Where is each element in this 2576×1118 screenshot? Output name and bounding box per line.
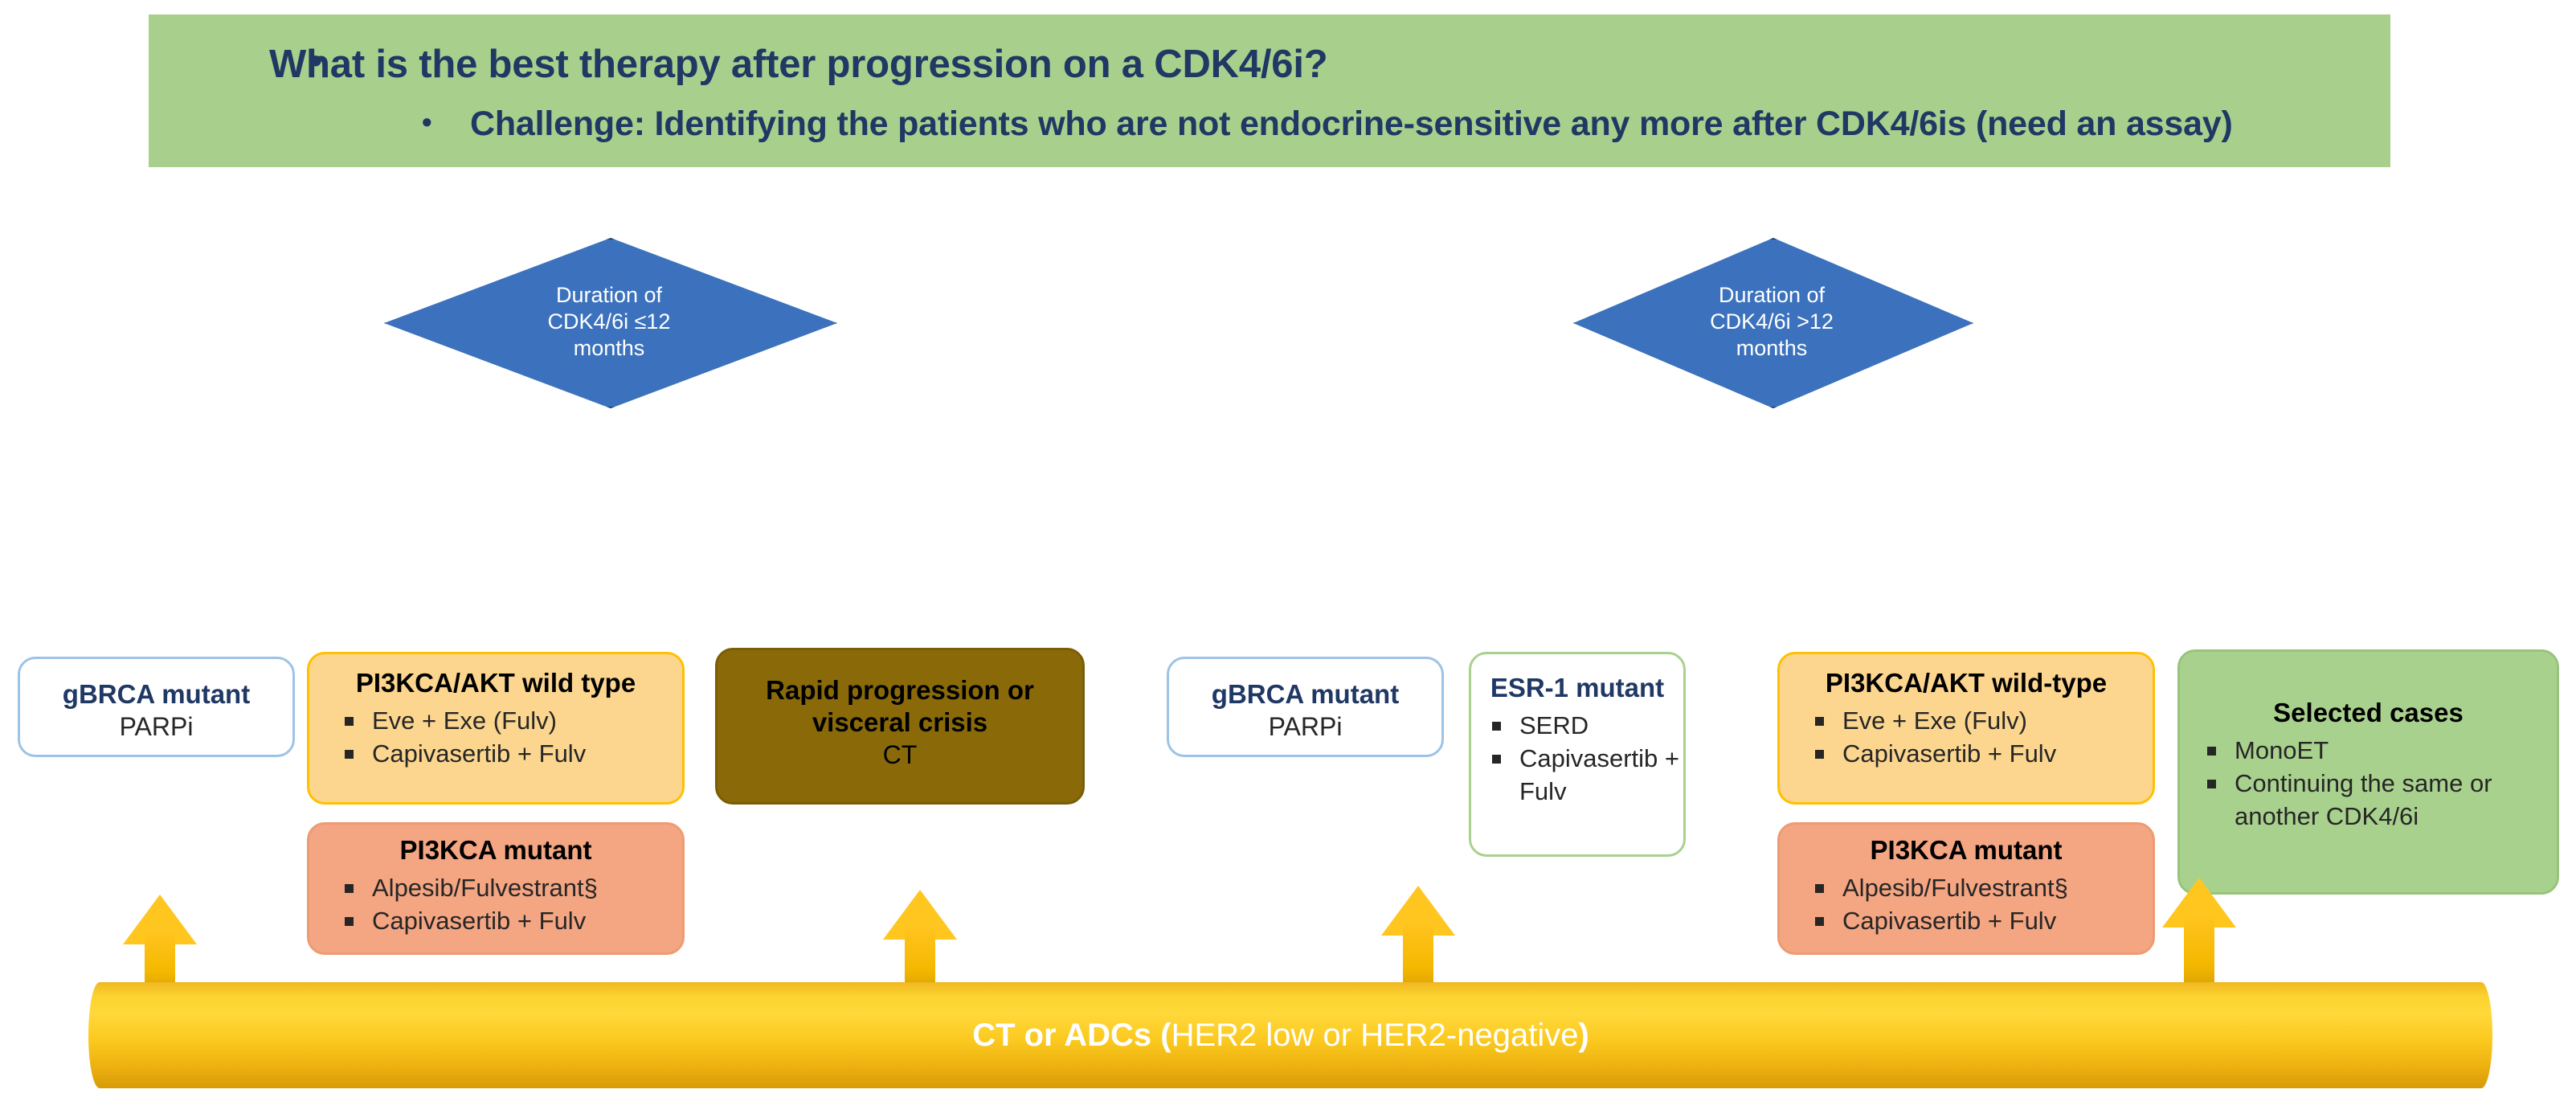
box-pi3kca-akt-wild-type-right: PI3KCA/AKT wild-type Eve + Exe (Fulv) Ca… xyxy=(1777,652,2155,805)
box-title: PI3KCA mutant xyxy=(399,835,592,865)
list-item: Capivasertib + Fulv xyxy=(1815,737,2153,770)
box-esr1-mutant: ESR-1 mutant SERD Capivasertib + Fulv xyxy=(1469,652,1686,857)
bottom-bar-label: CT or ADCs (HER2 low or HER2-negative) xyxy=(79,982,2483,1088)
box-title: PI3KCA mutant xyxy=(1870,835,2063,865)
list-item: Alpesib/Fulvestrant§ xyxy=(1815,871,2153,904)
banner-challenge-text: Challenge: Identifying the patients who … xyxy=(470,104,2233,143)
arrow-up-branch-4 xyxy=(2161,878,2237,1003)
box-item-list: Eve + Exe (Fulv) Capivasertib + Fulv xyxy=(1780,704,2153,770)
list-item: Capivasertib + Fulv xyxy=(345,737,682,770)
list-item: Continuing the same or another CDK4/6i xyxy=(2207,767,2557,833)
decision-node-short-duration: Duration of CDK4/6i ≤12 months xyxy=(384,238,837,408)
box-title: Selected cases xyxy=(2273,698,2464,727)
list-item: Alpesib/Fulvestrant§ xyxy=(345,871,682,904)
list-item: Capivasertib + Fulv xyxy=(1815,904,2153,937)
banner-question-text: What is the best therapy after progressi… xyxy=(269,43,1328,86)
box-pi3kca-akt-wild-type-left: PI3KCA/AKT wild type Eve + Exe (Fulv) Ca… xyxy=(307,652,685,805)
box-subtitle: PARPi xyxy=(119,712,194,741)
list-item: SERD xyxy=(1492,709,1683,742)
box-title-line-1: Rapid progression or xyxy=(766,675,1034,705)
box-rapid-progression: Rapid progression or visceral crisis CT xyxy=(715,648,1085,805)
box-subtitle: CT xyxy=(882,740,918,769)
banner-bullet-icon: • xyxy=(309,39,323,81)
box-item-list: Eve + Exe (Fulv) Capivasertib + Fulv xyxy=(309,704,682,770)
box-item-list: MonoET Continuing the same or another CD… xyxy=(2180,734,2557,833)
box-item-list: Alpesib/Fulvestrant§ Capivasertib + Fulv xyxy=(309,871,682,937)
box-pi3kca-mutant-right: PI3KCA mutant Alpesib/Fulvestrant§ Capiv… xyxy=(1777,822,2155,955)
box-title-line-2: visceral crisis xyxy=(812,707,988,737)
box-title: gBRCA mutant xyxy=(1211,679,1400,709)
list-item: Eve + Exe (Fulv) xyxy=(345,704,682,737)
box-pi3kca-mutant-left: PI3KCA mutant Alpesib/Fulvestrant§ Capiv… xyxy=(307,822,685,955)
bottom-bar-ct-or-adcs: CT or ADCs (HER2 low or HER2-negative) xyxy=(88,982,2492,1088)
box-item-list: SERD Capivasertib + Fulv xyxy=(1471,709,1683,808)
list-item: Capivasertib + Fulv xyxy=(345,904,682,937)
diamond-shape xyxy=(1573,238,1973,408)
box-title: gBRCA mutant xyxy=(62,679,251,709)
box-title: PI3KCA/AKT wild type xyxy=(355,668,636,698)
list-item: Eve + Exe (Fulv) xyxy=(1815,704,2153,737)
box-title: PI3KCA/AKT wild-type xyxy=(1825,668,2108,698)
box-title: ESR-1 mutant xyxy=(1490,673,1665,702)
list-item: MonoET xyxy=(2207,734,2557,767)
banner-sub-bullet-icon: • xyxy=(422,105,432,138)
decision-node-long-duration: Duration of CDK4/6i >12 months xyxy=(1573,238,1973,408)
bottom-bar-bold-prefix: CT or ADCs ( xyxy=(972,1017,1171,1053)
box-gbrca-mutant-left: gBRCA mutant PARPi xyxy=(18,657,295,757)
list-item: Capivasertib + Fulv xyxy=(1492,742,1683,808)
box-subtitle: PARPi xyxy=(1268,712,1343,741)
bottom-bar-regular-text: HER2 low or HER2-negative xyxy=(1171,1017,1579,1053)
bottom-bar-bold-suffix: ) xyxy=(1578,1017,1589,1053)
box-selected-cases: Selected cases MonoET Continuing the sam… xyxy=(2177,649,2559,895)
box-gbrca-mutant-right: gBRCA mutant PARPi xyxy=(1167,657,1444,757)
box-item-list: Alpesib/Fulvestrant§ Capivasertib + Fulv xyxy=(1780,871,2153,937)
diamond-shape xyxy=(384,238,837,408)
header-banner: • What is the best therapy after progres… xyxy=(149,14,2390,167)
